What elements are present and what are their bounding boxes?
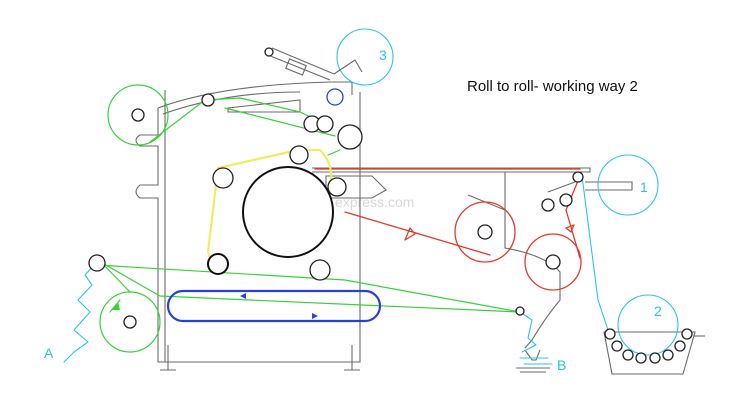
station-3-label: 3: [379, 47, 387, 63]
station-2-label: 2: [654, 303, 662, 319]
cyan-web-path: [63, 28, 679, 365]
point-a-label: A: [44, 345, 54, 361]
station-2-circle: [617, 294, 679, 356]
station-1-circle: [597, 154, 659, 216]
station-3-circle: [336, 28, 394, 86]
diagram-title: Roll to roll- working way 2: [467, 78, 638, 95]
main-drum: [242, 166, 334, 258]
station-1-label: 1: [640, 179, 648, 195]
point-b-label: B: [557, 357, 566, 373]
blue-belt: [166, 289, 382, 323]
green-web-path: [96, 84, 521, 353]
red-web-path: [314, 168, 582, 291]
machine-frame: [135, 47, 705, 375]
rolls: [88, 47, 693, 364]
